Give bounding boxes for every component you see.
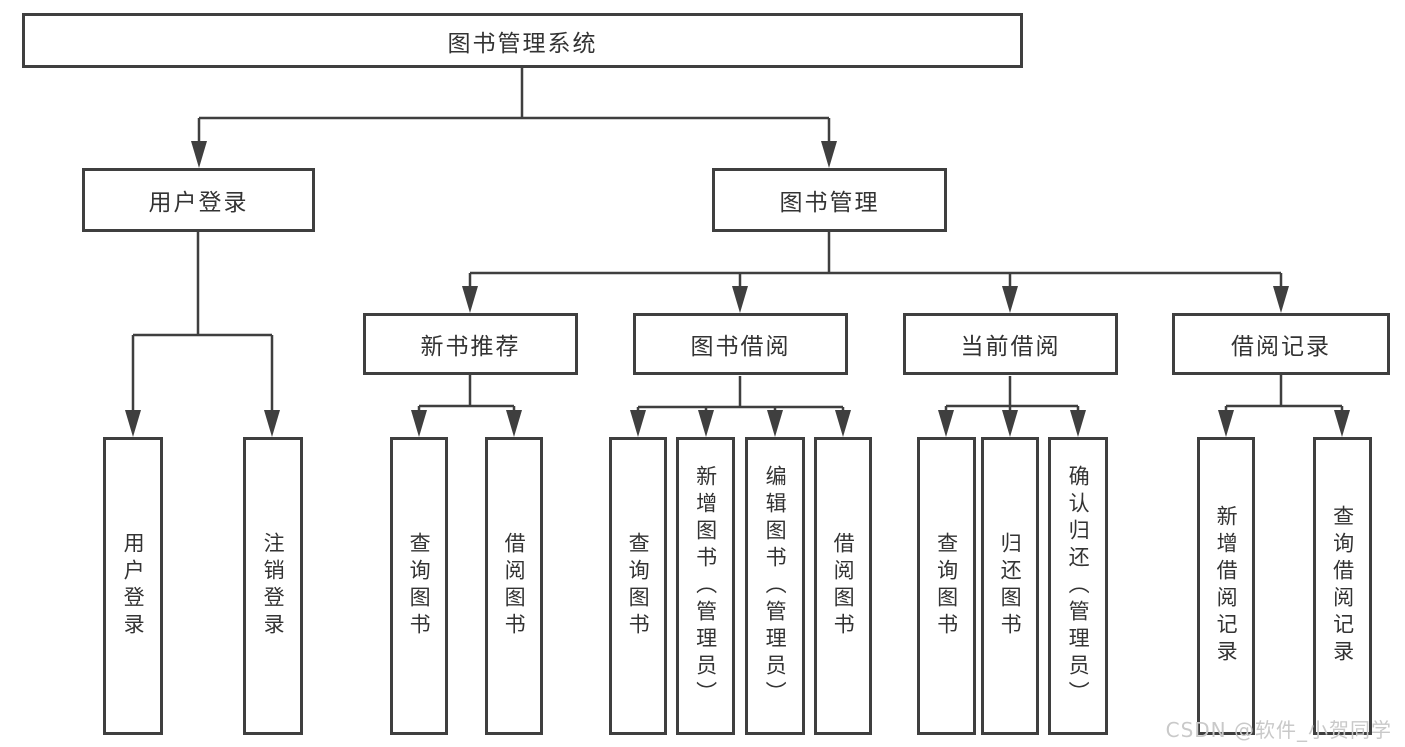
node-new-book-recommend-label: 新书推荐: [420, 334, 521, 360]
leaf-add-books-admin-label: 新增图书（管理员）: [693, 464, 718, 708]
node-borrowing-records: 借阅记录: [1172, 313, 1390, 375]
node-new-book-recommend: 新书推荐: [363, 313, 578, 375]
arrowhead-icon: [191, 141, 207, 168]
arrowhead-icon: [938, 410, 954, 437]
leaf-query-borrow-record: 查询借阅记录: [1313, 437, 1372, 735]
node-book-management-label: 图书管理: [779, 190, 880, 216]
leaf-logout: 注销登录: [243, 437, 303, 735]
node-book-management: 图书管理: [712, 168, 947, 232]
leaf-confirm-return-admin: 确认归还（管理员）: [1048, 437, 1108, 735]
leaf-query-books-recommend-label: 查询图书: [407, 532, 432, 640]
arrowhead-icon: [264, 410, 280, 437]
arrowhead-icon: [835, 410, 851, 437]
arrowhead-icon: [1002, 410, 1018, 437]
leaf-add-borrow-record: 新增借阅记录: [1197, 437, 1255, 735]
arrowhead-icon: [1070, 410, 1086, 437]
leaf-confirm-return-admin-label: 确认归还（管理员）: [1066, 464, 1091, 708]
arrowhead-icon: [462, 286, 478, 313]
leaf-query-books-recommend: 查询图书: [390, 437, 448, 735]
arrowhead-icon: [125, 410, 141, 437]
leaf-borrow-books-recommend-label: 借阅图书: [502, 532, 527, 640]
arrowhead-icon: [1218, 410, 1234, 437]
node-current-borrowing: 当前借阅: [903, 313, 1118, 375]
node-current-borrowing-label: 当前借阅: [960, 334, 1061, 360]
arrowhead-icon: [630, 410, 646, 437]
arrowhead-icon: [767, 410, 783, 437]
arrowhead-icon: [821, 141, 837, 168]
leaf-edit-books-admin-label: 编辑图书（管理员）: [763, 464, 788, 708]
node-root-label: 图书管理系统: [447, 30, 598, 57]
arrowhead-icon: [732, 286, 748, 313]
arrowhead-icon: [1334, 410, 1350, 437]
node-book-borrowing-label: 图书借阅: [690, 334, 791, 360]
leaf-logout-label: 注销登录: [261, 532, 286, 640]
leaf-user-login: 用户登录: [103, 437, 163, 735]
node-user-login-label: 用户登录: [148, 190, 249, 216]
node-root-library-system: 图书管理系统: [22, 13, 1023, 68]
arrowhead-icon: [1002, 286, 1018, 313]
leaf-query-books-borrowing: 查询图书: [609, 437, 667, 735]
leaf-add-borrow-record-label: 新增借阅记录: [1214, 505, 1239, 667]
leaf-add-books-admin: 新增图书（管理员）: [676, 437, 735, 735]
leaf-user-login-label: 用户登录: [121, 532, 146, 640]
arrowhead-icon: [1273, 286, 1289, 313]
leaf-query-borrow-record-label: 查询借阅记录: [1330, 505, 1355, 667]
leaf-borrow-books-recommend: 借阅图书: [485, 437, 543, 735]
leaf-query-books-borrowing-label: 查询图书: [626, 532, 651, 640]
arrowhead-icon: [411, 410, 427, 437]
leaf-borrow-books-label: 借阅图书: [831, 532, 856, 640]
leaf-query-books-current: 查询图书: [917, 437, 976, 735]
leaf-return-books-label: 归还图书: [998, 532, 1023, 640]
leaf-return-books: 归还图书: [981, 437, 1039, 735]
node-book-borrowing: 图书借阅: [633, 313, 848, 375]
node-borrowing-records-label: 借阅记录: [1231, 334, 1331, 360]
csdn-watermark: CSDN @软件_小贺同学: [1165, 718, 1392, 742]
arrowhead-icon: [506, 410, 522, 437]
leaf-edit-books-admin: 编辑图书（管理员）: [745, 437, 805, 735]
arrowhead-icon: [698, 410, 714, 437]
node-user-login: 用户登录: [82, 168, 315, 232]
leaf-query-books-current-label: 查询图书: [934, 532, 959, 640]
leaf-borrow-books: 借阅图书: [814, 437, 872, 735]
